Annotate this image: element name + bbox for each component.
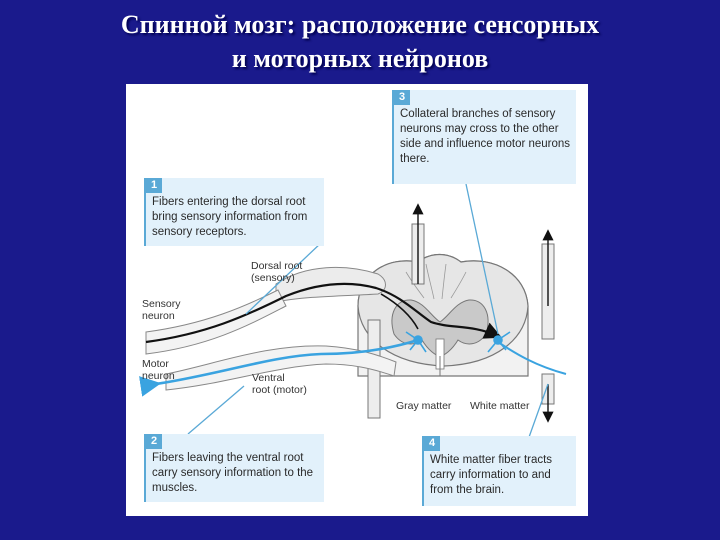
callout-2: 2 Fibers leaving the ventral root carry … <box>144 434 324 502</box>
label-white-matter: White matter <box>470 400 530 412</box>
title-line-2: и моторных нейронов <box>231 44 489 73</box>
spinal-nerve <box>145 289 287 355</box>
callout-4-number: 4 <box>424 436 440 451</box>
callout-4-text: White matter fiber tracts carry informat… <box>430 454 553 496</box>
label-motor-neuron-line1: Motor <box>142 358 169 370</box>
callout-2-text: Fibers leaving the ventral root carry se… <box>152 452 314 494</box>
callout-1-number: 1 <box>146 178 162 193</box>
label-sensory-neuron-line2: neuron <box>142 310 175 322</box>
label-motor-neuron: Motor neuron <box>142 358 175 382</box>
callout-3: 3 Collateral branches of sensory neurons… <box>392 90 576 184</box>
callout-pointers <box>187 183 549 441</box>
motor-fiber <box>138 338 419 397</box>
callout-3-number: 3 <box>394 90 410 105</box>
sensory-collateral <box>380 293 419 330</box>
label-dorsal-root-line2: (sensory) <box>251 272 295 284</box>
label-sensory-neuron: Sensory neuron <box>142 298 181 322</box>
label-dorsal-root-line1: Dorsal root <box>251 260 303 272</box>
motor-neuron-cells <box>405 331 511 353</box>
spinal-cord-figure: Dorsal root (sensory) Sensory neuron Mot… <box>126 84 588 516</box>
sensory-fiber <box>145 282 503 344</box>
callout-1-text: Fibers entering the dorsal root bring se… <box>152 196 308 238</box>
label-ventral-root-line1: Ventral <box>252 372 285 384</box>
label-gray-matter: Gray matter <box>396 400 452 412</box>
label-motor-neuron-line2: neuron <box>142 370 175 382</box>
label-dorsal-root: Dorsal root (sensory) <box>251 260 302 284</box>
callout-4: 4 White matter fiber tracts carry inform… <box>422 436 576 506</box>
callout-3-text: Collateral branches of sensory neurons m… <box>400 108 571 165</box>
label-ventral-root: Ventral root (motor) <box>252 372 307 396</box>
title-line-1: Спинной мозг: расположение сенсорных <box>120 10 600 39</box>
callout-1: 1 Fibers entering the dorsal root bring … <box>144 178 324 246</box>
label-ventral-root-line2: root (motor) <box>252 384 307 396</box>
label-sensory-neuron-line1: Sensory <box>142 298 181 310</box>
ventral-root <box>165 345 397 391</box>
spinal-cord-illustration <box>138 183 567 441</box>
callout-2-number: 2 <box>146 434 162 449</box>
slide-title: Спинной мозг: расположение сенсорных и м… <box>0 8 720 76</box>
